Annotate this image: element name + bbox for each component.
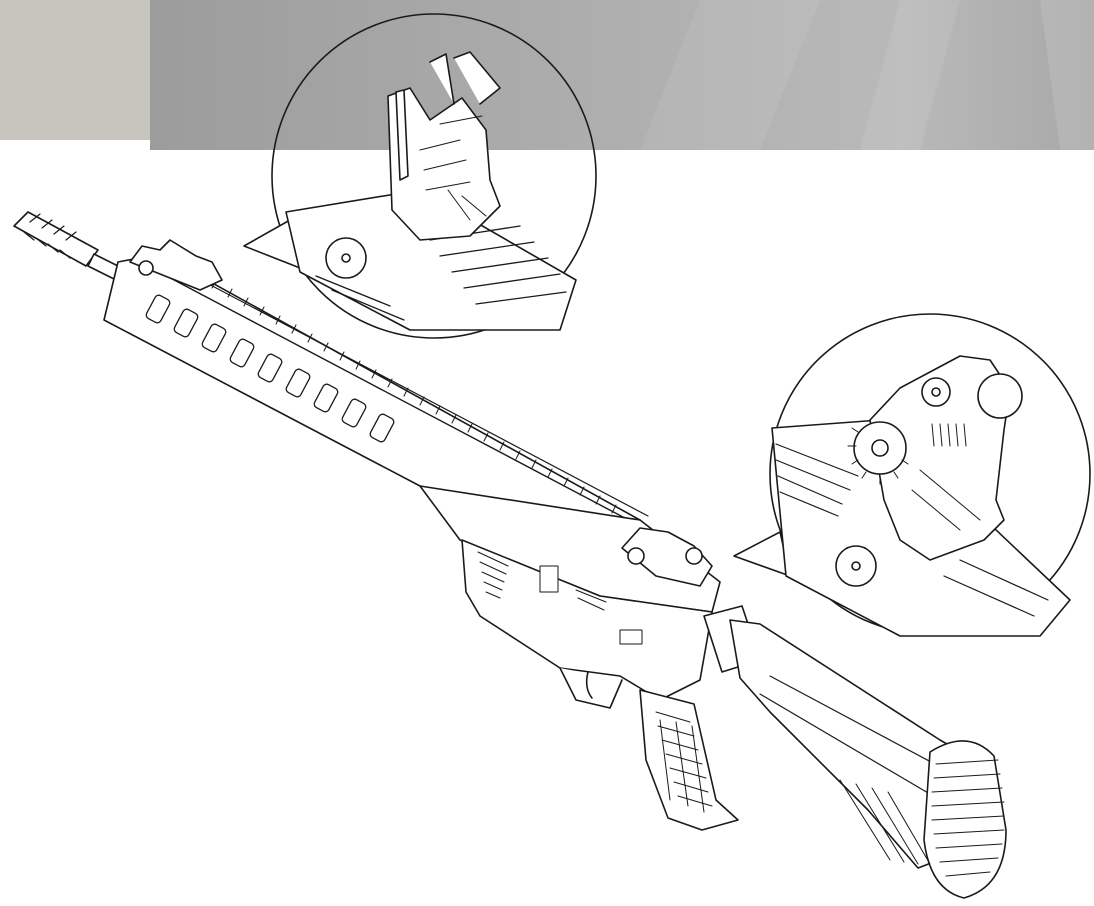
trigger-guard — [559, 667, 623, 709]
top-rail — [139, 261, 641, 527]
rear-sight — [621, 527, 713, 587]
detail-windage-knob-center — [871, 439, 889, 457]
buttpad-texture — [931, 759, 1005, 877]
detail-sight-lines — [419, 115, 487, 221]
rifle — [13, 211, 1007, 899]
rear-sight-detail-icon — [733, 313, 1091, 637]
detail-sight-body — [869, 355, 1011, 561]
lower-receiver — [461, 539, 713, 701]
stock-line — [759, 693, 941, 801]
rear-sight-knob — [627, 547, 645, 565]
detail-lower-knob-center — [851, 561, 861, 571]
detail-rail-slots — [315, 225, 567, 321]
knob-serrations — [847, 427, 909, 485]
detail-aperture-hole — [931, 387, 941, 397]
banner-left-swatch — [0, 0, 150, 140]
front-sight-knob — [138, 260, 154, 276]
detail-sight-body — [387, 87, 501, 241]
banner-highlight — [1040, 0, 1094, 150]
detail-rail-slots — [775, 443, 1049, 617]
trigger — [585, 671, 593, 699]
detail-elevation-drum — [977, 373, 1023, 419]
detail-sight-knob-center — [341, 253, 351, 263]
muzzle-brake-ports — [23, 213, 77, 259]
banner-highlight — [860, 0, 960, 150]
rear-sight-knob — [685, 547, 703, 565]
pointer-wedge — [733, 531, 791, 577]
banner-highlight — [640, 0, 820, 150]
grip-texture — [655, 711, 713, 813]
detail-sight-post — [395, 89, 409, 181]
handguard-slots — [145, 294, 395, 443]
stock-texture — [839, 779, 931, 865]
top-rail-edge — [147, 251, 649, 517]
front-sight — [129, 239, 223, 291]
receiver-markings — [477, 551, 643, 645]
detail-sight-lines — [911, 423, 981, 531]
detail-circle — [271, 13, 597, 339]
front-sight-detail-icon — [243, 13, 597, 339]
detail-sight-ears — [429, 51, 501, 105]
muzzle-brake — [13, 211, 99, 267]
stock-line — [769, 675, 947, 771]
